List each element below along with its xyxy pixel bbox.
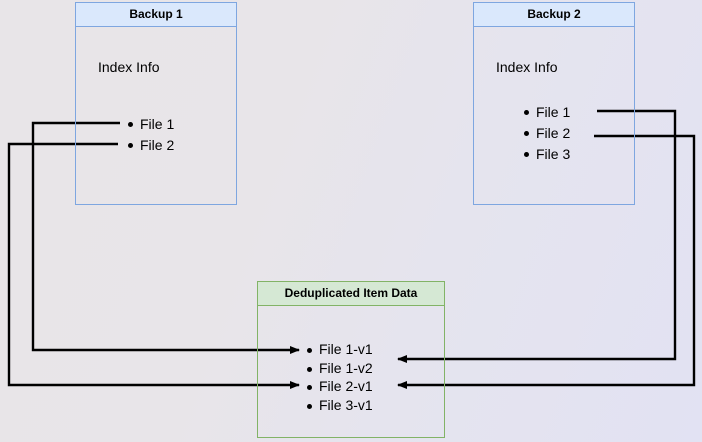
node-deduplicated-title: Deduplicated Item Data: [258, 282, 444, 306]
node-deduplicated-body: File 1-v1 File 1-v2 File 2-v1 File 3-v1: [258, 306, 444, 438]
node-backup-1-file-list: File 1 File 2: [127, 114, 174, 156]
list-item[interactable]: File 2-v1: [306, 377, 373, 396]
list-item[interactable]: File 2: [523, 123, 570, 144]
node-backup-2-title: Backup 2: [474, 3, 634, 27]
list-item[interactable]: File 3-v1: [306, 396, 373, 415]
list-item[interactable]: File 1-v2: [306, 359, 373, 378]
list-item[interactable]: File 1-v1: [306, 340, 373, 359]
node-backup-1-body: Index Info File 1 File 2: [76, 27, 236, 205]
node-backup-2-body: Index Info File 1 File 2 File 3: [474, 27, 634, 205]
list-item[interactable]: File 2: [127, 135, 174, 156]
list-item[interactable]: File 3: [523, 144, 570, 165]
node-deduplicated-file-list: File 1-v1 File 1-v2 File 2-v1 File 3-v1: [306, 340, 373, 414]
node-deduplicated-item-data[interactable]: Deduplicated Item Data File 1-v1 File 1-…: [257, 281, 445, 438]
node-backup-2-file-list: File 1 File 2 File 3: [523, 102, 570, 165]
node-backup-2-subtitle: Index Info: [496, 59, 558, 75]
list-item[interactable]: File 1: [523, 102, 570, 123]
node-backup-2[interactable]: Backup 2 Index Info File 1 File 2 File 3: [473, 2, 635, 205]
node-backup-1-title: Backup 1: [76, 3, 236, 27]
list-item[interactable]: File 1: [127, 114, 174, 135]
node-backup-1-subtitle: Index Info: [98, 59, 160, 75]
node-backup-1[interactable]: Backup 1 Index Info File 1 File 2: [75, 2, 237, 205]
